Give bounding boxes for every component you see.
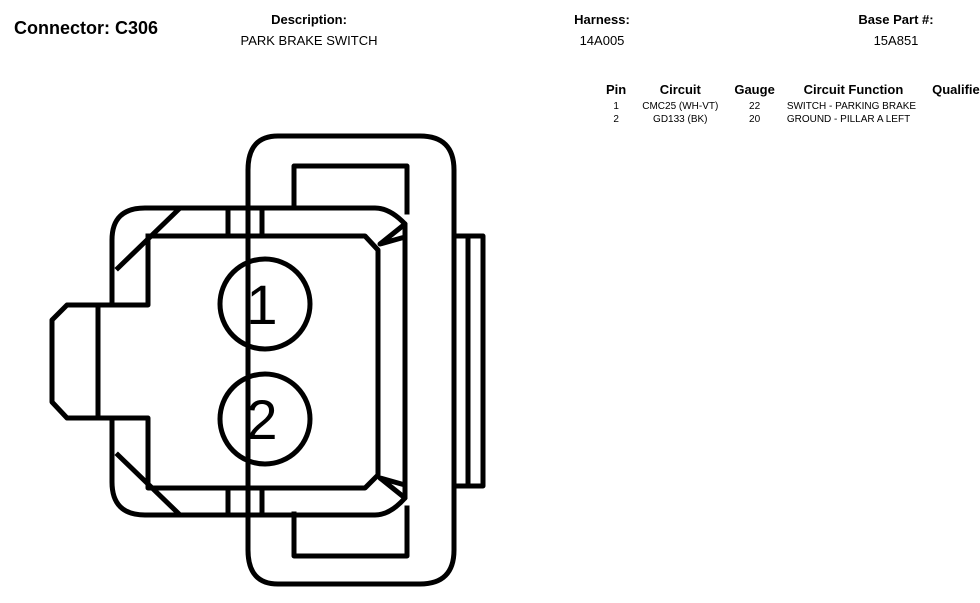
harness-label: Harness: (574, 12, 630, 27)
description-value: PARK BRAKE SWITCH (240, 33, 378, 48)
cavity-2-circle (217, 371, 313, 467)
cavity-2-label: 2 (246, 388, 277, 451)
pin-cell: 1 (613, 101, 619, 112)
harness-value: 14A005 (579, 33, 625, 48)
base-part-label: Base Part #: (858, 12, 934, 27)
function-header: Circuit Function (803, 82, 904, 97)
lower-latch-slot (291, 505, 410, 559)
harness-block: Harness: 14A005 (552, 12, 652, 48)
circuit-cell: GD133 (BK) (653, 114, 708, 125)
lower-latch-marker (377, 475, 408, 501)
qualifier-header: Qualifier (932, 82, 980, 97)
base-part-block: Base Part #: 15A851 (836, 12, 956, 48)
cavity-1-label: 1 (246, 273, 277, 336)
upper-latch-slot (291, 163, 410, 215)
gauge-cell: 20 (749, 114, 761, 125)
pin-header: Pin (606, 82, 627, 97)
left-tab (49, 302, 101, 421)
cavity-1-circle (217, 256, 313, 352)
function-cell: GROUND - PILLAR A LEFT (786, 114, 911, 125)
inner-face (109, 233, 381, 491)
base-part-value: 15A851 (873, 33, 919, 48)
pin-cell: 2 (613, 114, 619, 125)
function-cell: SWITCH - PARKING BRAKE (786, 101, 917, 112)
housing-outline (95, 205, 408, 518)
upper-latch-marker (377, 221, 408, 247)
description-label: Description: (271, 12, 347, 27)
gauge-header: Gauge (734, 82, 775, 97)
gauge-cell: 22 (749, 101, 761, 112)
connector-title: Connector: C306 (14, 18, 159, 38)
description-block: Description: PARK BRAKE SWITCH (220, 12, 398, 48)
table-row: 2 GD133 (BK) 20 GROUND - PILLAR A LEFT (598, 113, 980, 126)
pin-table: Pin Circuit Gauge Circuit Function Quali… (598, 82, 980, 126)
outer-latch-frame (245, 133, 457, 587)
circuit-cell: CMC25 (WH-VT) (642, 101, 719, 112)
table-row: 1 CMC25 (WH-VT) 22 SWITCH - PARKING BRAK… (598, 100, 980, 113)
circuit-header: Circuit (659, 82, 701, 97)
pin-table-header: Pin Circuit Gauge Circuit Function Quali… (598, 82, 980, 100)
